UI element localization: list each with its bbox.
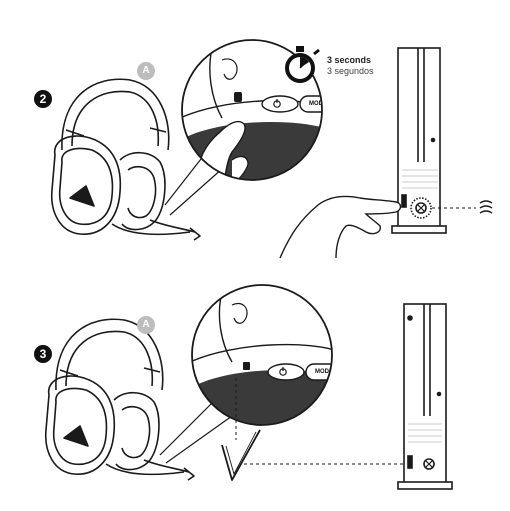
hold-duration-english: 3 seconds	[327, 55, 372, 65]
mode-button-shape	[299, 95, 322, 113]
headset-icon	[50, 78, 201, 241]
step-number-badge: 2	[34, 90, 52, 108]
stopwatch-icon	[285, 46, 320, 83]
console-icon	[397, 303, 453, 490]
checkmark-icon	[221, 429, 261, 481]
xbox-logo-icon	[417, 204, 425, 212]
hand-press-icon	[279, 195, 402, 259]
callout-marker: A	[137, 316, 155, 334]
xbox-logo-icon	[425, 460, 433, 468]
wireless-signal-icon	[479, 200, 493, 214]
headset-icon	[44, 318, 195, 481]
hold-duration-spanish: 3 segundos	[327, 66, 374, 76]
hold-duration-text: 3 seconds 3 segundos	[327, 55, 374, 77]
callout-marker: A	[137, 62, 155, 80]
console-icon	[391, 47, 447, 234]
step-number-badge: 3	[34, 345, 52, 363]
zoom-circle-step3	[191, 284, 333, 426]
mode-button-label: MODE	[309, 101, 327, 107]
mode-button-label: MODE	[315, 369, 333, 375]
